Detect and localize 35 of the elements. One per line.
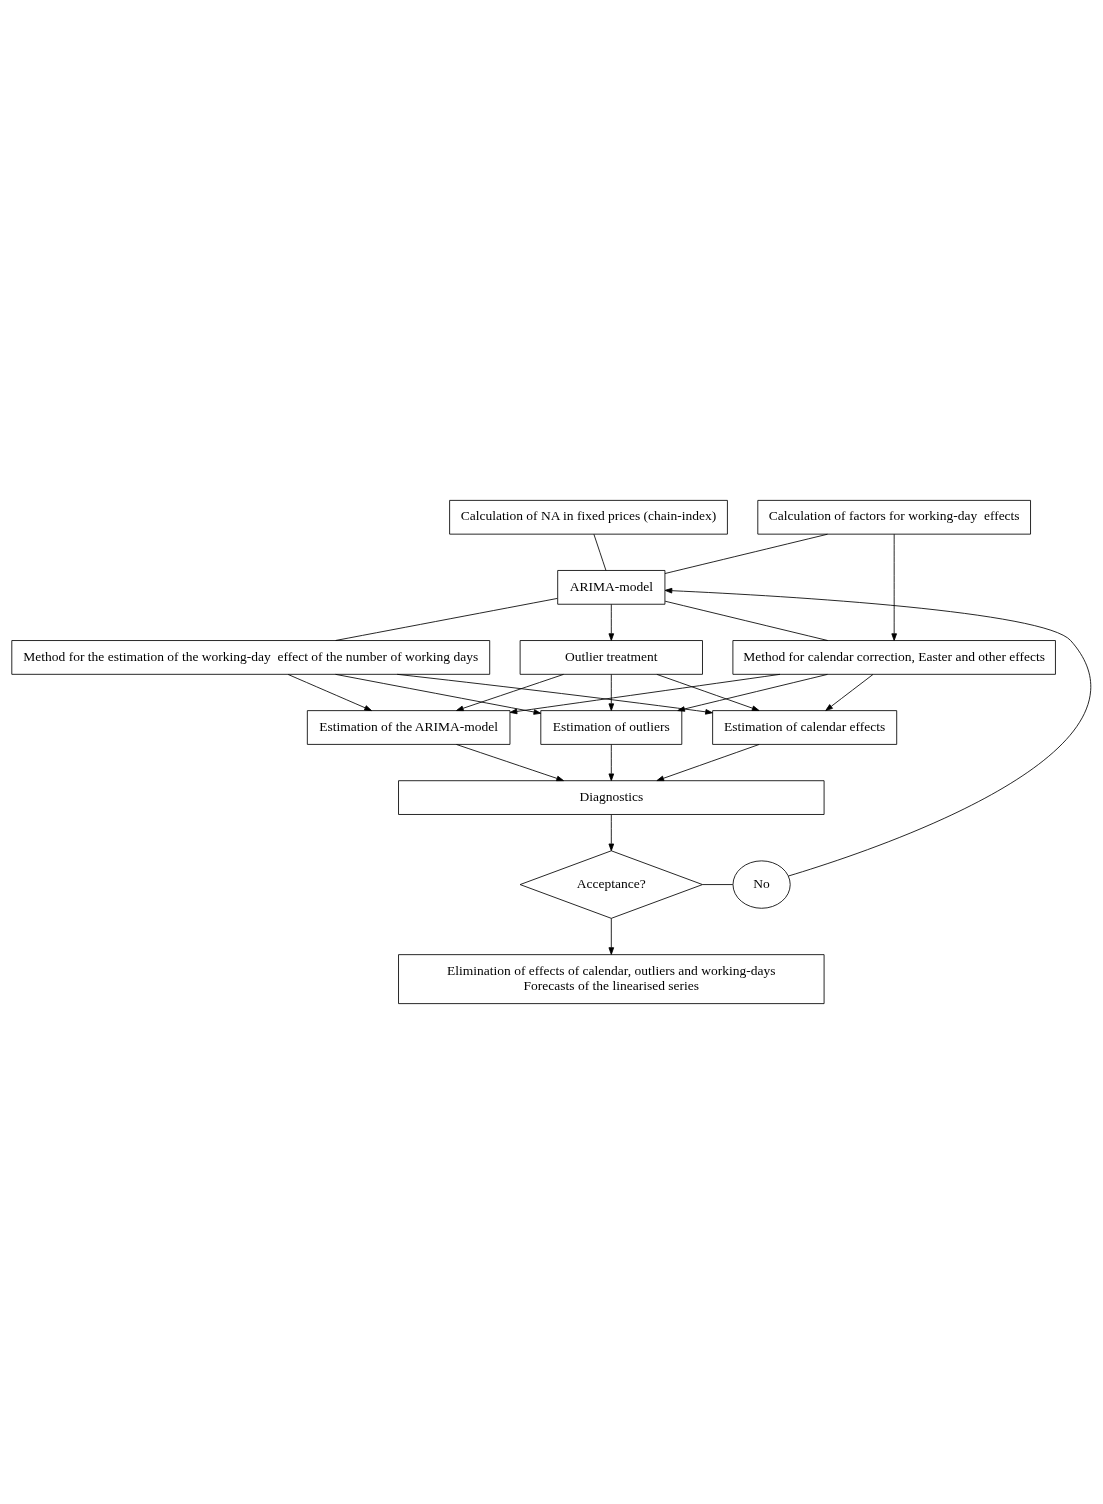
node-box: Estimation of calendar effects (712, 710, 898, 745)
node-box: Elimination of effects of calendar, outliers and working-days Forecasts of the linearised series (398, 954, 825, 1005)
node-box: Calculation of factors for working-day effects (757, 499, 1031, 535)
arrow (456, 744, 564, 782)
arrow (608, 918, 615, 955)
node-box: Outlier treatment (519, 640, 703, 675)
node-box: Estimation of the ARIMA-model (306, 710, 511, 745)
arrow (335, 673, 542, 715)
node-ellipse: No (732, 860, 791, 909)
arrow (509, 673, 781, 715)
node-box: Calculation of NA in fixed prices (chain-index) (449, 499, 728, 535)
arrow (456, 673, 564, 712)
connector (664, 533, 828, 574)
arrow (677, 673, 828, 712)
node-box: ARIMA-model (557, 570, 666, 605)
arrow (891, 533, 897, 641)
node-box: Method for calendar correction, Easter and other effects (732, 640, 1056, 675)
node-diamond: Acceptance? (519, 850, 703, 919)
arrow (656, 744, 760, 782)
arrow (396, 673, 713, 715)
arrow (656, 673, 760, 711)
arrow (287, 674, 372, 711)
arrow (608, 744, 615, 782)
connector (664, 600, 829, 641)
arrow (608, 604, 615, 641)
connector (335, 598, 558, 641)
arrow (825, 674, 874, 711)
node-box: Method for the estimation of the working-day effect of the number of working days (11, 640, 491, 675)
node-box: Estimation of outliers (540, 710, 683, 745)
connector (702, 884, 734, 885)
node-box: Diagnostics (398, 780, 825, 815)
arrow (608, 814, 615, 852)
arrow (608, 674, 615, 711)
connector (593, 533, 607, 571)
arrow (664, 587, 1091, 877)
